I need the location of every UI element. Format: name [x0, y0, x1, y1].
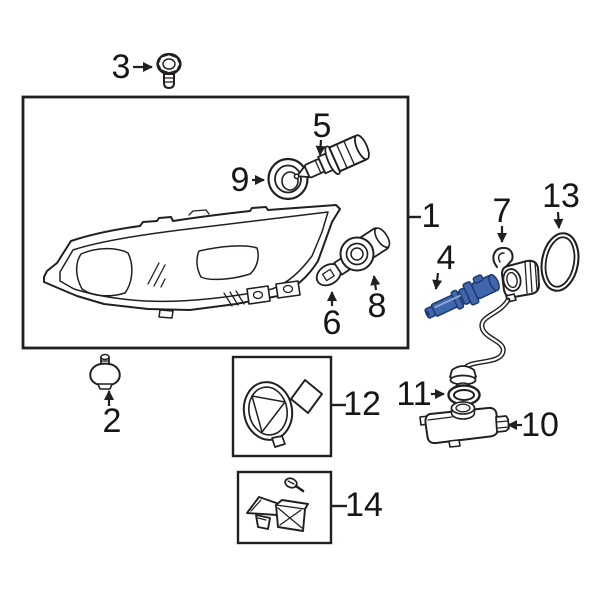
callout-label-12: 12 [343, 385, 381, 423]
callout-label-6: 6 [323, 304, 342, 342]
callout-label-8: 8 [368, 287, 387, 325]
callout-label-4: 4 [437, 239, 456, 277]
headlight-housing [43, 204, 341, 319]
callout-label-7: 7 [493, 192, 512, 230]
bolt-part [156, 52, 182, 89]
bulb-socket-part [293, 134, 370, 180]
hid-bulb-part [424, 273, 500, 319]
oring-large-part [540, 232, 580, 292]
callout-arrow-4 [432, 272, 443, 290]
label-card [290, 379, 323, 414]
callout-arrow-13 [553, 211, 564, 229]
harness-wire [463, 297, 511, 370]
callout-arrow-5 [315, 139, 326, 156]
bracket-part [246, 477, 309, 532]
callout-label-3: 3 [112, 48, 131, 86]
cap-part [242, 381, 294, 448]
callout-label-1: 1 [422, 197, 441, 235]
seal-ring-part [267, 157, 309, 201]
callout-arrow-8 [370, 275, 381, 291]
callout-label-11: 11 [396, 375, 431, 413]
ballast-part [419, 401, 510, 448]
callout-label-13: 13 [542, 177, 580, 215]
callout-label-14: 14 [345, 486, 383, 524]
socket-part [339, 227, 391, 272]
callout-label-5: 5 [313, 107, 332, 145]
callout-label-10: 10 [521, 406, 559, 444]
callout-label-9: 9 [231, 161, 250, 199]
harness-socket-part [492, 246, 540, 303]
grommet-part [89, 353, 121, 390]
callout-label-2: 2 [103, 402, 122, 440]
oring-part [447, 384, 481, 406]
